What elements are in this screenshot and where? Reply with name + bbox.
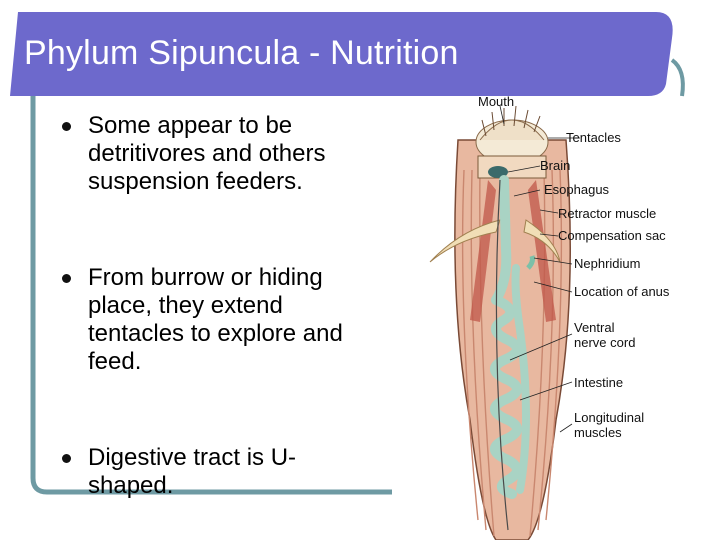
label-esophagus: Esophagus [544, 182, 610, 197]
label-mouth: Mouth [478, 94, 514, 109]
brain [488, 166, 508, 178]
bullet-dot-icon [62, 454, 71, 463]
bullet-dot-icon [62, 274, 71, 283]
bullet-line: Some appear to be [88, 112, 293, 139]
bullet-line: feed. [88, 348, 142, 375]
label-nephridium: Nephridium [574, 256, 640, 271]
label-brain: Brain [540, 158, 570, 173]
label-compensation-sac: Compensation sac [558, 228, 666, 243]
nephridium [526, 255, 535, 270]
bullet-line: place, they extend [88, 292, 283, 319]
intestine-return [511, 264, 530, 494]
label-retractor-muscle: Retractor muscle [558, 206, 656, 221]
bullet-line: suspension feeders. [88, 168, 303, 195]
bullet-line: detritivores and others [88, 140, 326, 167]
label-location-of-anus: Location of anus [574, 284, 670, 299]
label-longitudinal-muscles: muscles [574, 425, 622, 440]
slide-title: Phylum Sipuncula - Nutrition [24, 34, 459, 72]
sipunculid-anatomy-diagram: Mouth Tentacles Brain Esophagus Retracto… [429, 94, 670, 540]
bullet-item: From burrow or hiding place, they extend… [62, 264, 343, 376]
label-ventral-nerve-cord: Ventral [574, 320, 615, 335]
label-tentacles: Tentacles [566, 130, 621, 145]
bullet-item: Some appear to be detritivores and other… [62, 112, 325, 196]
tentacle-crown [475, 105, 549, 165]
label-longitudinal-muscles: Longitudinal [574, 410, 644, 425]
intestine [490, 295, 522, 499]
leader-lines [499, 105, 580, 433]
bullet-item: Digestive tract is U- shaped. [62, 444, 296, 500]
label-intestine: Intestine [574, 375, 623, 390]
retractor-muscles [470, 180, 556, 322]
ventral-nerve-cord [495, 179, 509, 531]
bullet-line: Digestive tract is U- [88, 444, 297, 471]
bullet-dot-icon [62, 122, 71, 131]
bullet-line: From burrow or hiding [88, 264, 323, 291]
bullet-line: shaped. [88, 472, 174, 499]
compensation-sac [429, 219, 501, 263]
bullet-line: tentacles to explore and [88, 320, 343, 347]
label-ventral-nerve-cord: nerve cord [574, 335, 635, 350]
